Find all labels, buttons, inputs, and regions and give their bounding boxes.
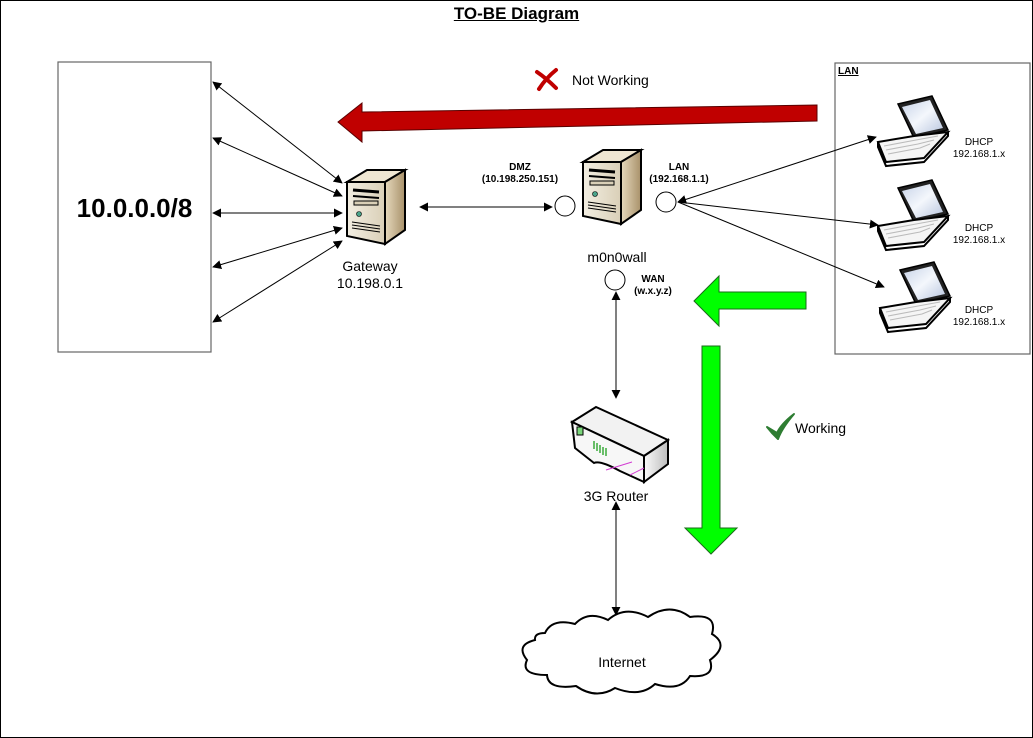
lan-link-1: [677, 135, 877, 204]
client-mode: DHCP: [964, 223, 994, 234]
link-4: [212, 226, 343, 269]
check-mark-icon: [766, 413, 795, 440]
client-label-3: DHCP 192.168.1.x: [940, 305, 1018, 329]
working-path-arrow-down: [683, 345, 739, 555]
client-ip: 192.168.1.x: [952, 149, 1006, 160]
network-box-label: 10.0.0.0/8: [76, 193, 193, 223]
client-label-2: DHCP 192.168.1.x: [940, 223, 1018, 247]
diagram-title: TO-BE Diagram: [453, 4, 580, 23]
wan-port-title: WAN: [641, 274, 665, 285]
client-label-1: DHCP 192.168.1.x: [940, 137, 1018, 161]
link-1: [212, 81, 343, 184]
client-ip: 192.168.1.x: [952, 317, 1006, 328]
gateway-name: Gateway: [342, 258, 398, 274]
lan-port-icon[interactable]: [655, 191, 677, 213]
firewall-server-icon[interactable]: [581, 148, 643, 226]
link-5: [212, 240, 343, 323]
failed-path-arrow: [337, 101, 818, 144]
network-to-gateway-links: [212, 81, 885, 616]
working-label: Working: [795, 420, 847, 436]
dmz-title: DMZ: [509, 162, 531, 173]
wan-port-ip: (w.x.y.z): [634, 286, 672, 297]
internet-label: Internet: [598, 654, 646, 670]
lan-port-title: LAN: [668, 162, 690, 173]
internet-cloud-icon[interactable]: [521, 608, 722, 695]
not-working-label: Not Working: [572, 72, 649, 88]
wan-port-label: WAN (w.x.y.z): [628, 274, 678, 298]
client-ip: 192.168.1.x: [952, 235, 1006, 246]
dmz-port-icon[interactable]: [554, 195, 576, 217]
gateway-ip: 10.198.0.1: [336, 275, 404, 291]
wan-port-icon[interactable]: [604, 269, 626, 291]
link-2: [212, 137, 343, 197]
x-mark-icon: [535, 68, 558, 91]
working-path-arrow-left: [693, 274, 807, 328]
lan-port-label: LAN (192.168.1.1): [648, 162, 710, 186]
dmz-ip: (10.198.250.151): [481, 174, 559, 185]
firewall-name: m0n0wall: [587, 249, 647, 265]
lan-group-title: LAN: [838, 66, 859, 77]
gateway-label: Gateway 10.198.0.1: [325, 258, 415, 292]
lan-link-3: [677, 201, 885, 289]
client-mode: DHCP: [964, 137, 994, 148]
client-mode: DHCP: [964, 305, 994, 316]
lan-port-ip: (192.168.1.1): [649, 174, 709, 185]
gateway-server-icon[interactable]: [345, 168, 407, 246]
router-icon[interactable]: [569, 405, 671, 484]
router-label: 3G Router: [583, 488, 649, 504]
lan-link-2: [677, 201, 879, 229]
network-box[interactable]: [57, 61, 212, 353]
dmz-label: DMZ (10.198.250.151): [470, 162, 570, 186]
